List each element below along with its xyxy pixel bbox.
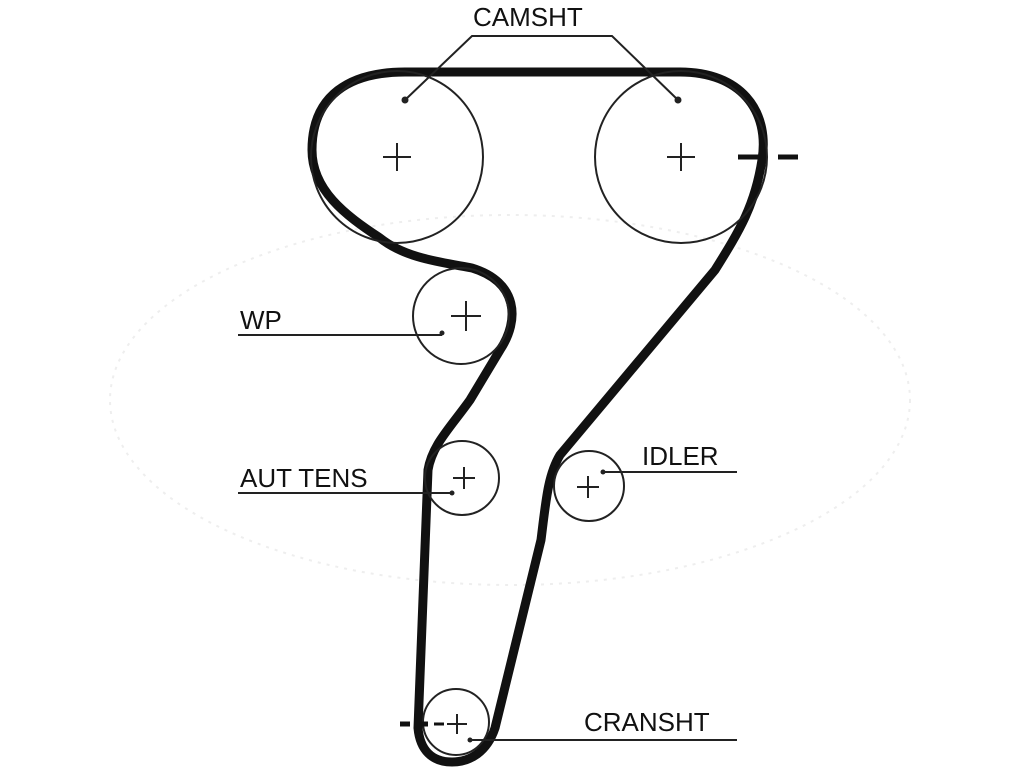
idler-label: IDLER	[642, 441, 719, 471]
crankshaft-leader	[467, 737, 737, 743]
idler-leader	[600, 469, 737, 475]
center-cross	[577, 476, 599, 498]
auto-tensioner-pulley	[424, 440, 500, 516]
watermark-ellipse	[109, 214, 911, 586]
camshaft-pulley-right	[594, 70, 768, 244]
center-cross	[447, 714, 467, 734]
camshaft-pulley-left	[310, 70, 484, 244]
water-pump-leader	[238, 330, 445, 336]
crankshaft-pulley	[422, 688, 490, 756]
timing-belt	[307, 67, 768, 767]
center-cross	[383, 143, 411, 171]
crankshaft-label: CRANSHT	[584, 707, 710, 737]
center-cross	[451, 301, 481, 331]
camshaft-label: CAMSHT	[473, 2, 583, 32]
auto-tensioner-label: AUT TENS	[240, 463, 368, 493]
water-pump-label: WP	[240, 305, 282, 335]
idler-pulley	[553, 450, 625, 522]
camshaft-leader	[401, 35, 682, 104]
water-pump-pulley	[412, 267, 510, 365]
center-cross	[453, 467, 475, 489]
center-cross	[667, 143, 695, 171]
auto-tensioner-leader	[238, 490, 455, 496]
